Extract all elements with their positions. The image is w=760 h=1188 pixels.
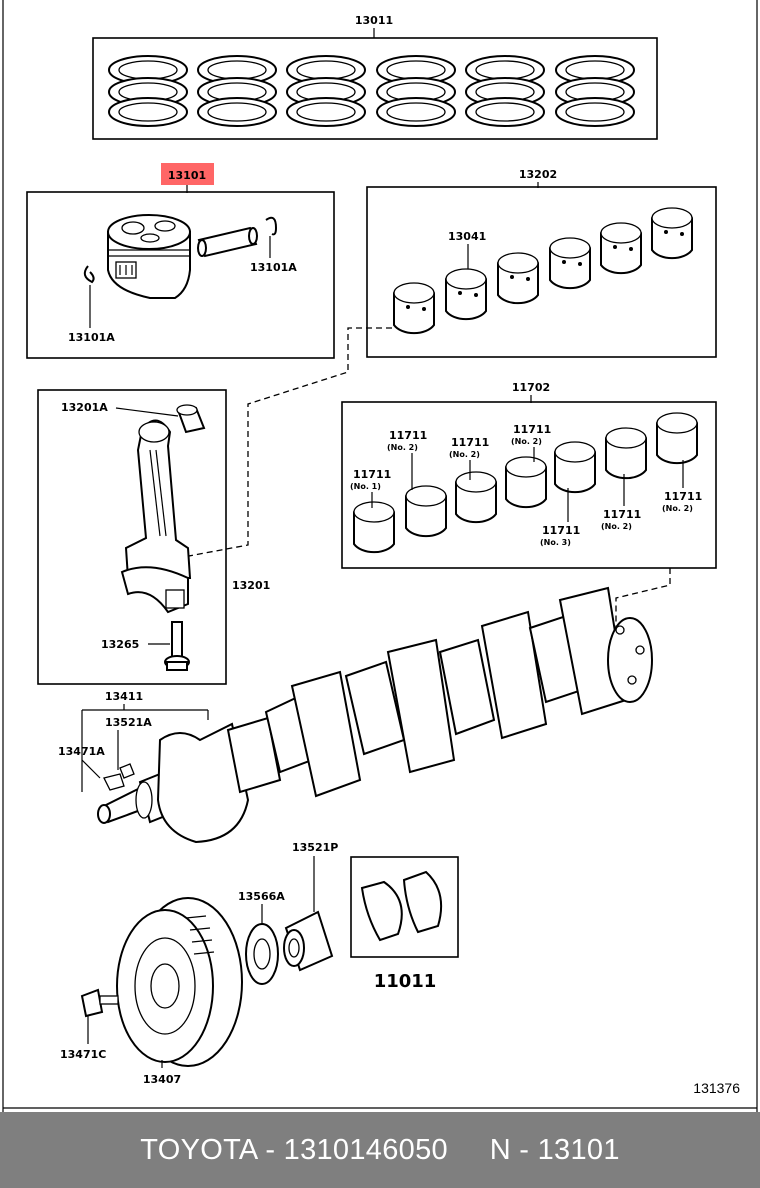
ring-set-label: 13011 <box>355 14 393 27</box>
main-bearing-no2b-note: (No. 2) <box>449 450 480 459</box>
main-bearing-no2a-label: 11711 <box>389 429 427 442</box>
crankshaft-group[interactable]: 13411 13521A 13471A <box>58 586 653 844</box>
main-bearing-no2d-label: 11711 <box>603 508 641 521</box>
illustration-number: 131376 <box>693 1080 740 1096</box>
connecting-rod <box>120 419 192 614</box>
rod-bushing-label: 13201A <box>61 401 108 414</box>
crank-pulley-group[interactable]: 13407 <box>116 897 243 1086</box>
main-bearing-no2d-note: (No. 2) <box>601 522 632 531</box>
ring-set-group[interactable]: 13011 <box>92 14 658 140</box>
pulley-bolt <box>80 988 119 1018</box>
main-bearing-no2e-note: (No. 2) <box>662 504 693 513</box>
crank-gear <box>245 923 279 985</box>
crankshaft-label: 13411 <box>105 690 143 703</box>
ring-set-box <box>92 37 658 140</box>
rod-bushing <box>176 404 206 434</box>
thrust-washers <box>360 870 442 942</box>
piston-pin <box>197 226 258 258</box>
thrust-washer-group[interactable]: 11011 <box>350 856 459 992</box>
piston-group[interactable]: 13101 13101A 13101A <box>26 163 335 359</box>
rod-bearing-box <box>366 186 717 358</box>
main-bearing-shells <box>353 412 698 554</box>
main-bearing-no2c-label: 11711 <box>513 423 551 436</box>
pin-clip-right-label: 13101A <box>250 261 297 274</box>
main-bearing-no3-note: (No. 3) <box>540 538 571 547</box>
main-bearing-no2b-label: 11711 <box>451 436 489 449</box>
pin-clip-right <box>265 216 278 236</box>
piston-rings <box>108 55 635 127</box>
rod-bolt <box>164 621 190 671</box>
pin-clip-left-label: 13101A <box>68 331 115 344</box>
crank-key-p <box>283 910 334 972</box>
parts-diagram: 13011 <box>2 0 758 1112</box>
main-bearing-no1-note: (No. 1) <box>350 482 381 491</box>
piston-box <box>26 191 335 359</box>
crank-pulley <box>116 897 243 1067</box>
main-bearing-set-label: 11702 <box>512 381 550 394</box>
rod-bearing-set-label: 13202 <box>519 168 557 181</box>
crank-key-p-group[interactable]: 13521P <box>283 841 338 972</box>
rod-bolt-label: 13265 <box>101 638 139 651</box>
footer-text: TOYOTA - 1310146050 N - 13101 <box>140 1133 620 1166</box>
crank-key-p-label: 13521P <box>292 841 338 854</box>
rod-bearing-shells <box>393 207 693 335</box>
crank-bolt-a-label: 13471A <box>58 745 105 758</box>
main-bearing-no2c-note: (No. 2) <box>511 437 542 446</box>
crank-gear-group[interactable]: 13566A <box>238 890 285 985</box>
piston-label: 13101 <box>168 169 206 182</box>
pulley-bolt-label: 13471C <box>60 1048 106 1061</box>
crank-gear-label: 13566A <box>238 890 285 903</box>
main-bearing-group[interactable]: 11702 11711 (No. 1) 11711 (No. 2) 11711 … <box>341 381 717 569</box>
rod-bearing-label: 13041 <box>448 230 486 243</box>
connecting-rod-box <box>37 389 227 685</box>
crankshaft-illustration <box>97 586 653 844</box>
rod-bearing-leader <box>177 327 392 559</box>
main-bearing-no2a-note: (No. 2) <box>387 443 418 452</box>
crank-pulley-label: 13407 <box>143 1073 181 1086</box>
crank-key-label: 13521A <box>105 716 152 729</box>
connecting-rod-label: 13201 <box>232 579 270 592</box>
pulley-bolt-group[interactable]: 13471C <box>60 988 119 1061</box>
rod-bearing-group[interactable]: 13202 13041 <box>366 168 717 358</box>
main-bearing-box <box>341 401 717 569</box>
part-number-footer: TOYOTA - 1310146050 N - 13101 <box>0 1112 760 1188</box>
piston-illustration <box>107 214 191 299</box>
main-bearing-no1-label: 11711 <box>353 468 391 481</box>
main-bearing-leader <box>615 568 671 630</box>
main-bearing-no2e-label: 11711 <box>664 490 702 503</box>
piston-label-highlight <box>161 163 214 185</box>
main-bearing-no3-label: 11711 <box>542 524 580 537</box>
connecting-rod-group[interactable]: 13201A 13201 13265 <box>37 389 270 685</box>
thrust-washer-label: 11011 <box>374 971 437 992</box>
pin-clip-left <box>83 265 95 284</box>
thrust-washer-box <box>350 856 459 958</box>
